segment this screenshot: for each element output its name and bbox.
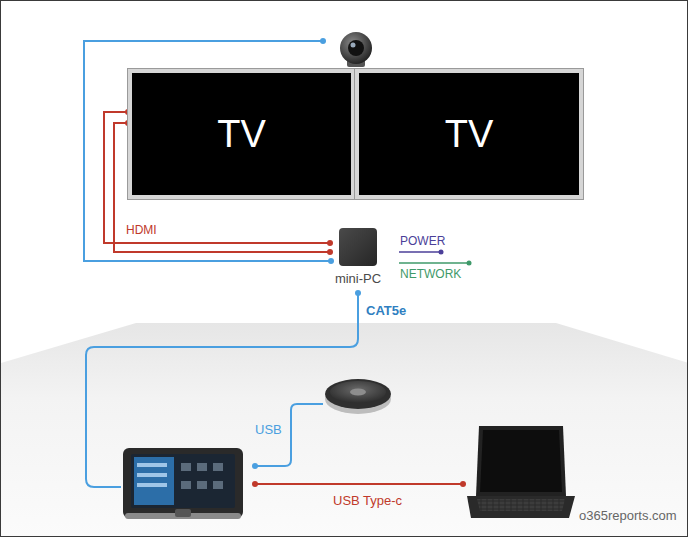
- network-wire: [399, 262, 469, 264]
- wire-dot: [328, 258, 334, 264]
- signal-name: NETWORK: [400, 267, 461, 281]
- mini-pc: mini-PC: [330, 228, 386, 286]
- watermark: o365reports.com: [579, 508, 677, 523]
- touch-controller: [123, 448, 243, 519]
- wire-dot: [327, 249, 333, 255]
- cable-label: HDMI: [126, 223, 157, 237]
- wire-dot: [467, 261, 472, 266]
- mini-pc-box: [339, 228, 377, 266]
- speakerphone: [325, 379, 391, 414]
- usb-c-cable: [255, 483, 463, 485]
- tv-label: TV: [217, 115, 266, 153]
- wire-dot: [320, 38, 326, 44]
- cable-label: USB Type-c: [333, 493, 402, 508]
- signal-name: POWER: [400, 234, 445, 248]
- wire-dot: [327, 240, 333, 246]
- wire-dot: [252, 463, 258, 469]
- laptop: [467, 426, 575, 518]
- tv-screen: TV: [355, 69, 583, 199]
- device-name: mini-PC: [330, 271, 386, 286]
- cable-label: USB: [255, 422, 282, 437]
- tv-screen: TV: [128, 69, 355, 199]
- floor: [1, 323, 688, 537]
- camera: [340, 32, 372, 67]
- wire-dot: [460, 481, 466, 487]
- wire-dot: [355, 290, 361, 296]
- usb-cable: [255, 404, 323, 466]
- wire-dot: [252, 481, 258, 487]
- power-wire: [399, 251, 441, 253]
- wire-dot: [439, 250, 444, 255]
- tv-label: TV: [445, 115, 494, 153]
- cable-label: CAT5e: [366, 303, 406, 318]
